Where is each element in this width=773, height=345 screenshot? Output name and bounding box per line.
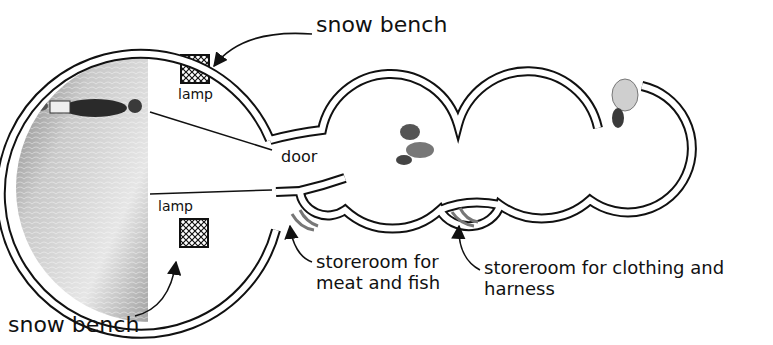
wall-inner [270, 71, 598, 140]
wall-outline [270, 71, 598, 140]
wall-outline [1, 54, 276, 334]
dogs [396, 124, 434, 165]
snow-bench-label-box: snow bench [8, 312, 158, 337]
leader-line [214, 33, 312, 66]
leader-line [459, 226, 480, 270]
sleeping-platform [10, 40, 148, 340]
wall-inner [300, 178, 345, 191]
door-label-box: door [281, 148, 331, 166]
wall-outline [440, 202, 500, 210]
lamp-label-box: lamp [178, 86, 238, 102]
snow-bench-label: snow bench [8, 312, 158, 337]
storeroom-label: storeroom for clothing and harness [484, 258, 766, 299]
snow-bench-label: snow bench [316, 12, 476, 37]
lamp-symbol [180, 219, 208, 247]
snow-bench-label-box: snow bench [316, 12, 476, 37]
storeroom-label-box: storeroom for clothing and harness [484, 258, 766, 299]
door-label: door [281, 148, 331, 166]
person [612, 79, 638, 128]
lamp-label-box: lamp [158, 198, 218, 214]
lamp-label: lamp [158, 198, 218, 214]
wall-inner [440, 202, 500, 210]
lamp-label: lamp [178, 86, 238, 102]
storeroom-label: storeroom for meat and fish [316, 252, 464, 293]
wall-outline [300, 178, 345, 191]
storeroom-label-box: storeroom for meat and fish [316, 252, 464, 293]
leader-line [135, 262, 176, 316]
wall-inner [1, 54, 276, 334]
leader-line [290, 226, 312, 262]
snow-walls [1, 54, 692, 334]
